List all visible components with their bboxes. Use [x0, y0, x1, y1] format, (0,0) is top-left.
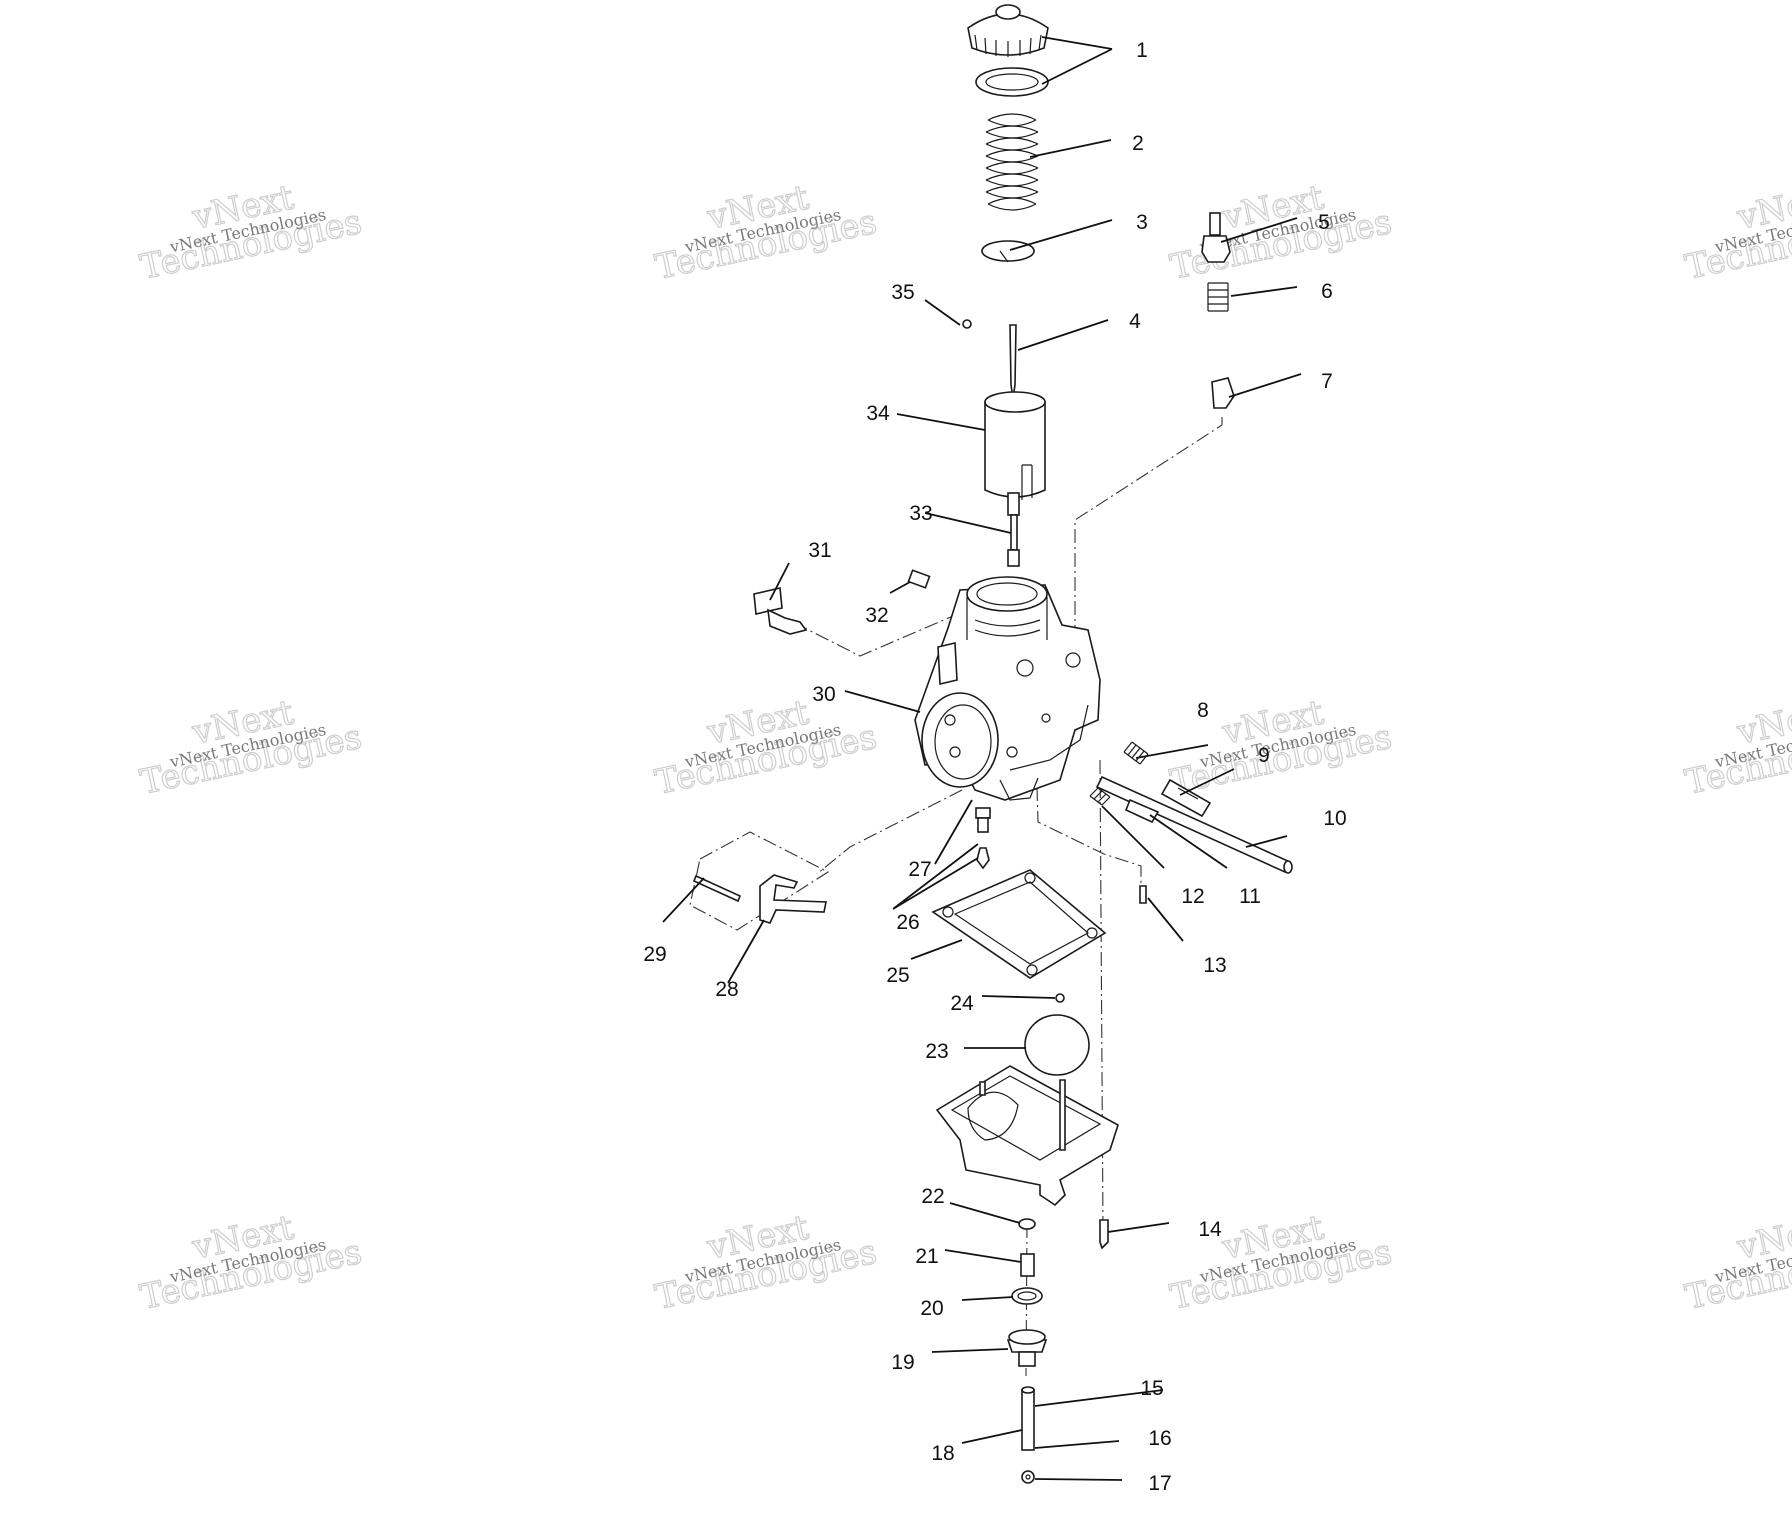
callout-27: 27: [908, 858, 931, 881]
part-30-carburetor-body: [914, 576, 1101, 801]
part-4-jet-needle: [1009, 324, 1017, 399]
callout-1: 1: [1136, 39, 1148, 62]
part-14-screw: [1099, 1219, 1109, 1250]
part-13-plug: [1139, 885, 1147, 904]
callout-35: 35: [891, 281, 914, 304]
callout-15: 15: [1140, 1377, 1163, 1400]
leader-lines: [662, 36, 1302, 1481]
callout-2: 2: [1132, 132, 1144, 155]
callout-10: 10: [1323, 807, 1346, 830]
part-31-choke-fitting: [753, 587, 808, 635]
callout-16: 16: [1148, 1427, 1171, 1450]
callout-22: 22: [921, 1185, 944, 1208]
part-34-throttle-valve: [984, 391, 1046, 500]
callout-number-layer: 1 2 3 4 5 6 7 8 9 10 11 12 13 14 15 16 1…: [643, 39, 1346, 1495]
part-29-pin: [692, 874, 742, 903]
callout-19: 19: [891, 1351, 914, 1374]
callout-11: 11: [1239, 885, 1261, 908]
part-33-needle-jet: [1007, 492, 1020, 567]
callout-8: 8: [1197, 699, 1209, 722]
callout-28: 28: [715, 978, 738, 1001]
callout-30: 30: [812, 683, 835, 706]
callout-32: 32: [865, 604, 888, 627]
callout-13: 13: [1203, 954, 1226, 977]
part-9-air-screw: [1160, 778, 1212, 818]
part-15-pilot-jet: [1021, 1386, 1035, 1451]
callout-31: 31: [808, 539, 831, 562]
callout-12: 12: [1181, 885, 1204, 908]
callout-29: 29: [643, 943, 666, 966]
part-3-clip-plate: [981, 240, 1035, 263]
part-26-float-valve: [976, 847, 990, 870]
part-7-plunger: [1211, 377, 1235, 409]
part-6-spring: [1207, 282, 1229, 312]
callout-17: 17: [1148, 1472, 1171, 1495]
part-25-gasket: [931, 869, 1107, 979]
callout-7: 7: [1321, 370, 1333, 393]
part-12-spring: [1089, 787, 1111, 806]
part-11-idle-screw: [1124, 798, 1160, 824]
part-10-tube: [1095, 775, 1293, 874]
callout-18: 18: [931, 1442, 954, 1465]
callout-5: 5: [1318, 211, 1330, 234]
part-21-jet: [1020, 1253, 1035, 1277]
callout-34: 34: [866, 402, 890, 425]
callout-23: 23: [925, 1040, 948, 1063]
callout-21: 21: [915, 1245, 938, 1268]
callout-4: 4: [1129, 310, 1141, 333]
callout-20: 20: [920, 1297, 943, 1320]
part-32-pin: [907, 569, 931, 589]
callout-3: 3: [1136, 211, 1148, 234]
part-23-float: [1024, 1014, 1090, 1076]
part-1-cap: [967, 4, 1049, 97]
callout-14: 14: [1198, 1218, 1222, 1241]
part-float-bowl: [935, 1065, 1119, 1207]
part-8-spring: [1123, 741, 1149, 765]
part-5-cable-adjuster: [1201, 212, 1231, 263]
part-27-main-jet: [975, 807, 991, 833]
callout-25: 25: [886, 964, 909, 987]
callout-6: 6: [1321, 280, 1333, 303]
part-22-washer: [1018, 1218, 1036, 1230]
callout-33: 33: [909, 502, 932, 525]
part-20-o-ring: [1011, 1287, 1043, 1305]
callout-26: 26: [896, 911, 919, 934]
part-24-pin: [1055, 993, 1065, 1003]
callout-9: 9: [1258, 744, 1270, 767]
part-35-e-clip: [962, 319, 972, 329]
part-19-drain-plug: [1006, 1329, 1048, 1367]
part-28-float-arm: [759, 874, 827, 924]
part-17-washer: [1021, 1470, 1035, 1484]
part-2-spring: [985, 113, 1039, 211]
callout-24: 24: [950, 992, 974, 1015]
